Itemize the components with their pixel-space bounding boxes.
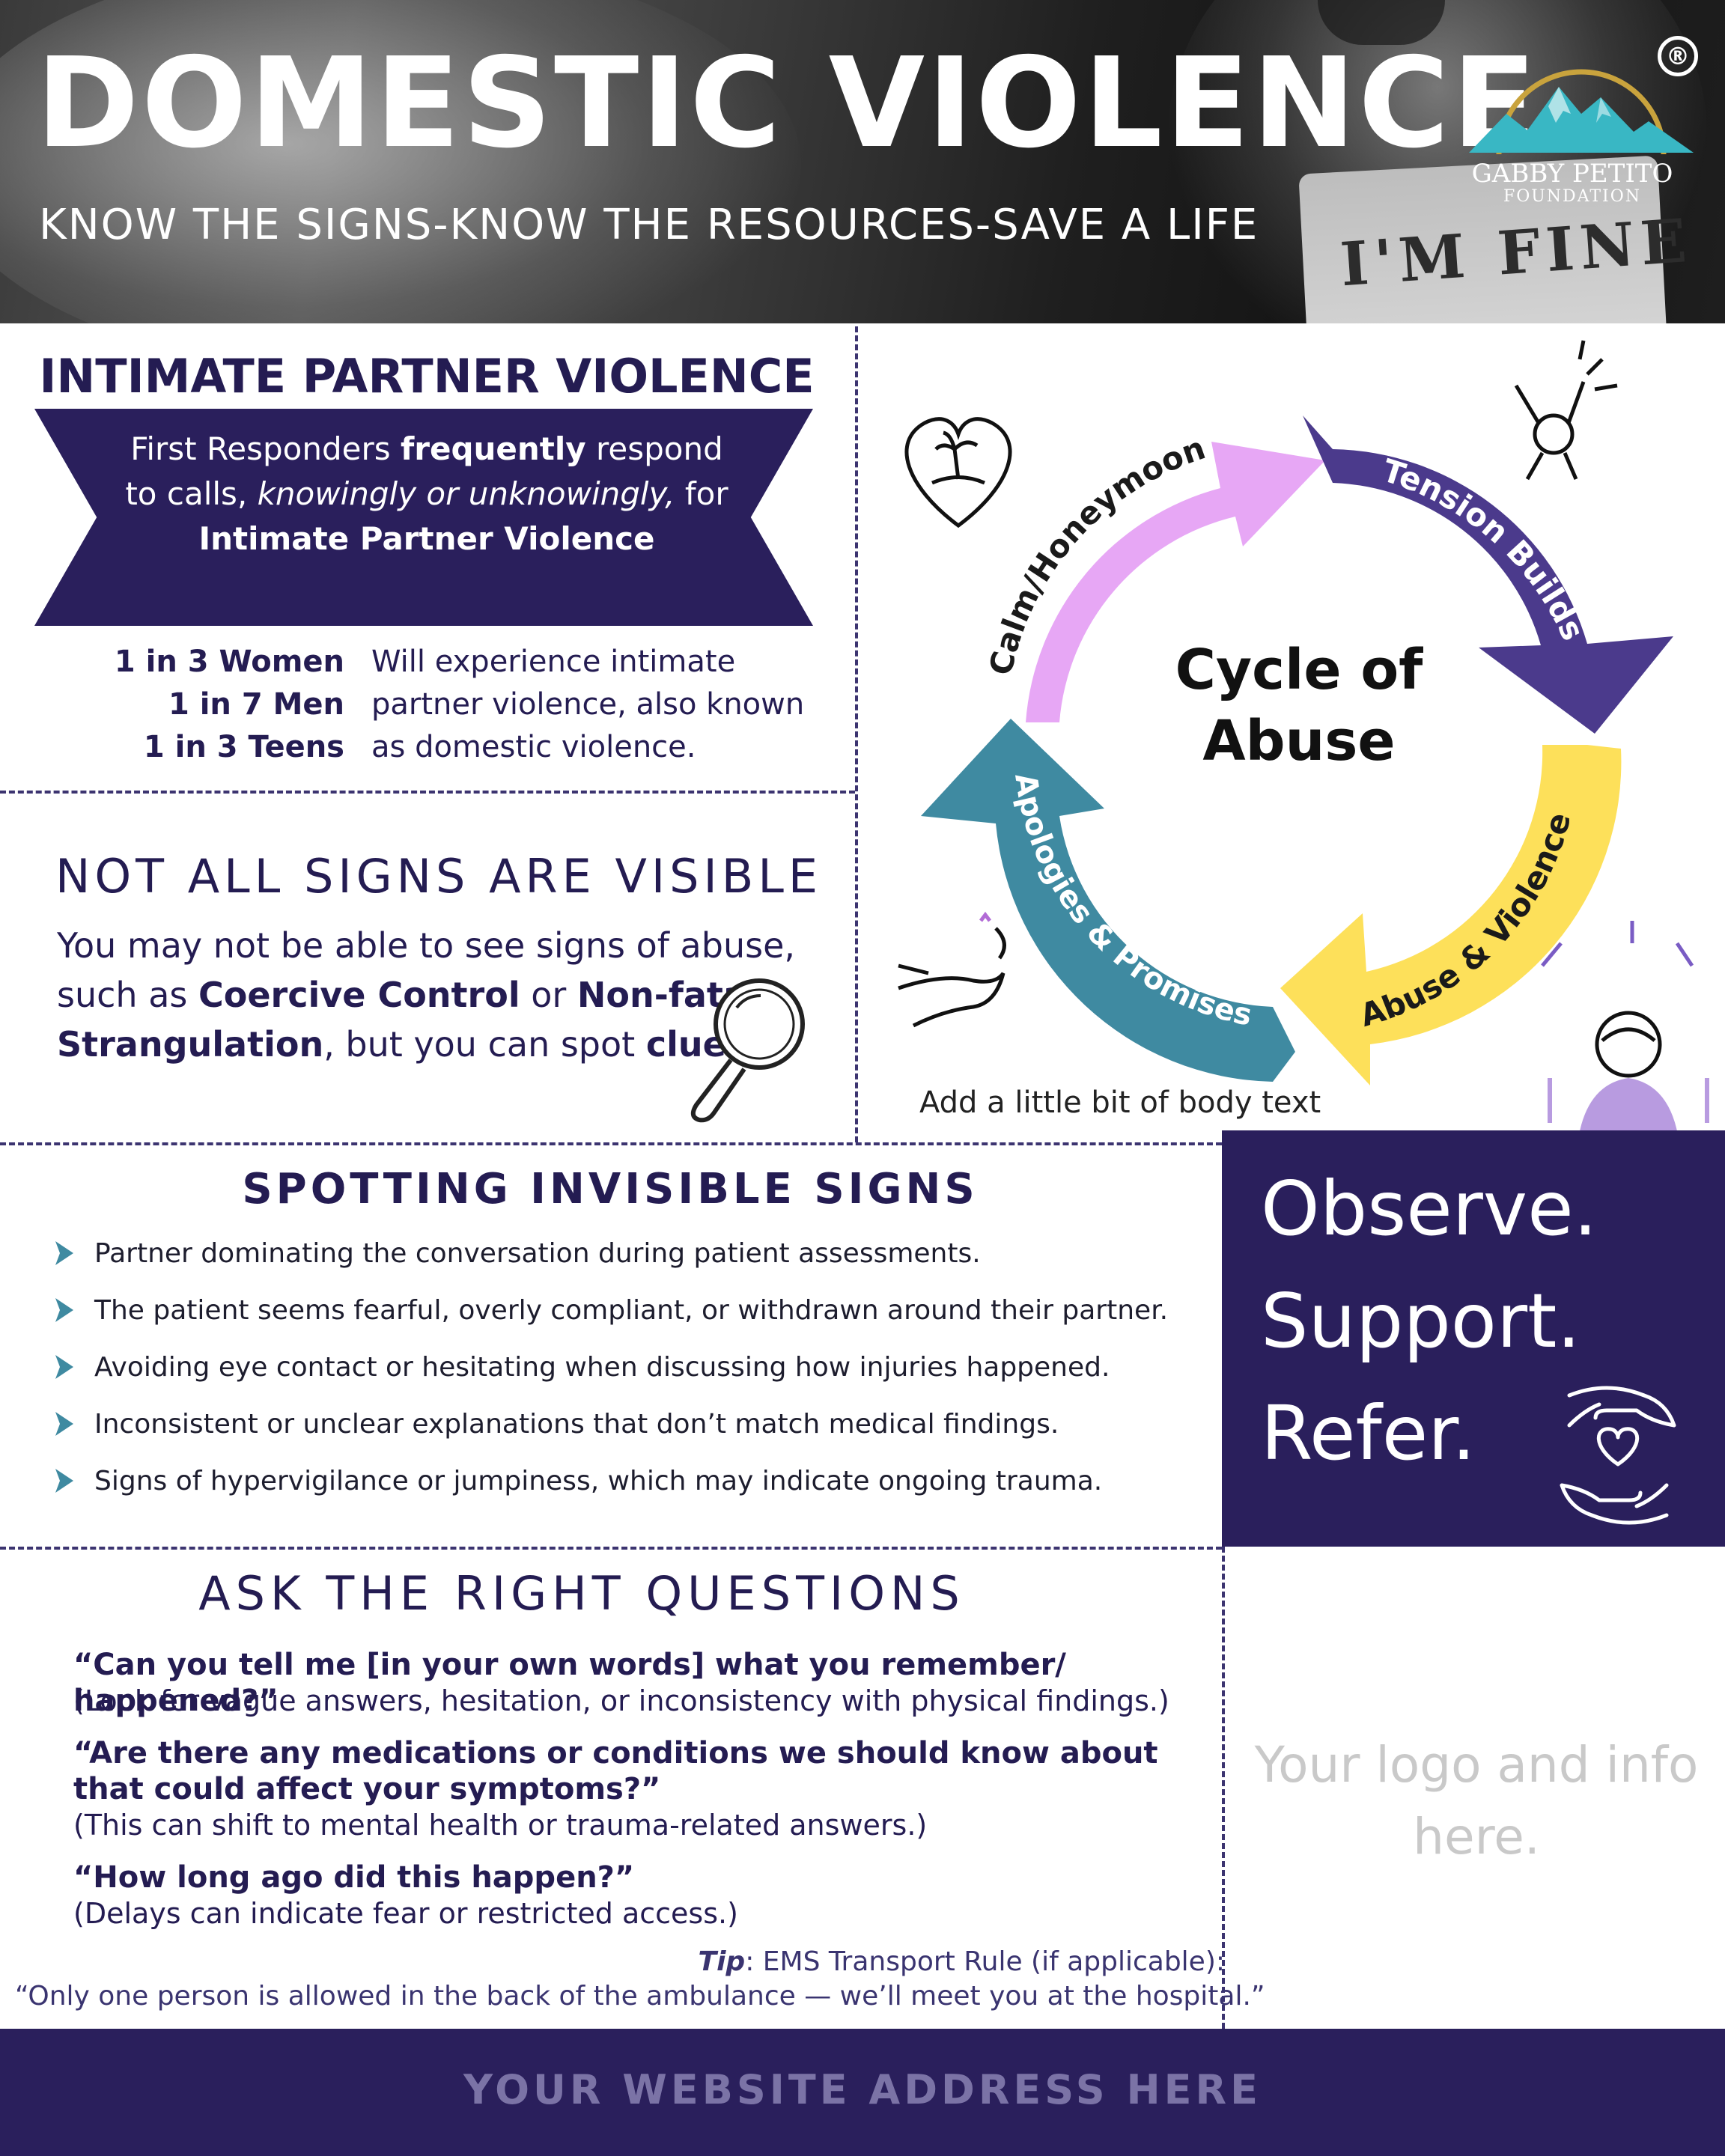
chevron-right-icon	[55, 1355, 73, 1379]
question-1-note: (Look for vague answers, hesitation, or …	[73, 1684, 1169, 1717]
list-item: Partner dominating the conversation duri…	[49, 1225, 1232, 1282]
cycle-title-line2: Abuse	[1202, 709, 1395, 773]
heart-palm-icon	[904, 417, 1012, 529]
question-1: “Can you tell me [in your own words] wha…	[73, 1648, 1066, 1718]
arrow-abuse	[1280, 745, 1622, 1085]
osr-refer: Refer.	[1261, 1389, 1476, 1477]
list-item: Inconsistent or unclear explanations tha…	[49, 1395, 1232, 1452]
divider-top-spotting	[0, 1142, 1222, 1145]
tip-text: : EMS Transport Rule (if applicable):	[745, 1946, 1225, 1977]
cycle-title-line1: Cycle of	[1175, 638, 1424, 702]
question-2-note: (This can shift to mental health or trau…	[73, 1809, 928, 1842]
signs-t1: You may not be able to see signs of abus…	[57, 925, 795, 1015]
ipv-banner-part2: respond to calls,	[125, 430, 723, 512]
registered-mark: ®	[1658, 36, 1698, 76]
chevron-right-icon	[55, 1298, 73, 1322]
chevron-right-icon	[55, 1241, 73, 1265]
chevron-right-icon	[55, 1469, 73, 1493]
stat-men: 1 in 7 Men	[168, 687, 344, 722]
signs-t3: , but you can spot	[323, 1024, 646, 1065]
subtitle: KNOW THE SIGNS-KNOW THE RESOURCES-SAVE A…	[39, 201, 1259, 249]
cycle-body-text: Add a little bit of body text	[919, 1085, 1321, 1120]
ipv-banner	[34, 409, 813, 626]
tip-quote: “Only one person is allowed in the back …	[15, 1981, 1265, 2012]
mountain-logo-icon	[1469, 69, 1694, 155]
question-3: “How long ago did this happen?”	[73, 1860, 635, 1895]
stressed-person-icon	[1514, 340, 1618, 481]
list-item: The patient seems fearful, overly compli…	[49, 1282, 1232, 1339]
signs-title: NOT ALL SIGNS ARE VISIBLE	[55, 849, 823, 904]
org-sub: FOUNDATION	[1503, 187, 1642, 206]
stat-teens: 1 in 3 Teens	[143, 730, 344, 764]
ipv-title: INTIMATE PARTNER VIOLENCE	[39, 349, 815, 404]
question-2: “Are there any medications or conditions…	[73, 1736, 1158, 1806]
footer-bar	[0, 2029, 1725, 2156]
chevron-right-icon	[55, 1412, 73, 1436]
list-item: Signs of hypervigilance or jumpiness, wh…	[49, 1452, 1232, 1509]
photo-eye	[1318, 0, 1445, 45]
stats-text: Will experience intimate partner violenc…	[371, 645, 805, 764]
website-link[interactable]: YOUR WEBSITE ADDRESS HERE	[463, 2066, 1262, 2113]
list-item: Avoiding eye contact or hesitating when …	[49, 1339, 1232, 1395]
arrow-apologies	[921, 719, 1295, 1082]
divider-ipv-signs	[0, 791, 855, 794]
ipv-banner-italic1: knowingly or unknowingly,	[257, 475, 675, 512]
stats-labels: 1 in 3 Women 1 in 7 Men 1 in 3 Teens	[90, 641, 344, 769]
spotting-list: Partner dominating the conversation duri…	[49, 1225, 1232, 1509]
ipv-banner-text: First Responders frequently respond to c…	[120, 427, 734, 561]
divider-vertical-top	[855, 326, 858, 1142]
osr-support: Support.	[1261, 1277, 1581, 1365]
main-title: DOMESTIC VIOLENCE	[36, 31, 1539, 176]
arrow-tension	[1303, 415, 1673, 734]
spotting-title: SPOTTING INVISIBLE SIGNS	[242, 1165, 979, 1213]
signs-text: You may not be able to see signs of abus…	[57, 921, 836, 1069]
divider-vertical-bottom	[1222, 1547, 1225, 2029]
tip-label: Tip	[698, 1946, 746, 1977]
ask-title: ASK THE RIGHT QUESTIONS	[198, 1566, 965, 1621]
osr-observe: Observe.	[1261, 1165, 1598, 1252]
org-name: GABBY PETITO	[1471, 159, 1673, 189]
stat-women: 1 in 3 Women	[114, 645, 344, 679]
signs-b1: Coercive Control	[198, 975, 520, 1015]
ipv-banner-bold2: Intimate Partner Violence	[198, 520, 655, 557]
cycle-of-abuse-diagram: Calm/Honeymoon Tension Builds Abuse & Vi…	[898, 340, 1709, 1160]
ipv-banner-part3: for	[675, 475, 728, 512]
logo-placeholder: Your logo and info here.	[1254, 1736, 1699, 1866]
divider-spotting-ask	[0, 1547, 1222, 1550]
tip-line: Tip: EMS Transport Rule (if applicable):	[449, 1946, 1225, 1977]
pinky-promise-icon	[898, 911, 1006, 1028]
distressed-person-icon	[1541, 921, 1709, 1160]
question-3-note: (Delays can indicate fear or restricted …	[73, 1897, 738, 1930]
photo-arm	[0, 0, 801, 323]
arrow-calm	[988, 442, 1325, 722]
osr-box	[1222, 1130, 1725, 1547]
hands-heart-icon	[1560, 1386, 1676, 1525]
ipv-banner-bold1: frequently	[400, 430, 586, 467]
magnifier-icon	[690, 978, 805, 1123]
header-banner: I'M FINE	[0, 0, 1725, 323]
signs-t2: or	[520, 975, 577, 1015]
ipv-banner-part1: First Responders	[130, 430, 401, 467]
